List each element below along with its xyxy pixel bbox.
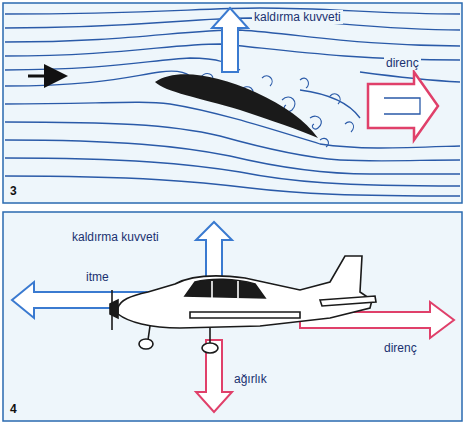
force-label: kaldırma kuvveti — [252, 10, 343, 24]
lift-arrow — [212, 8, 248, 72]
force-label: kaldırma kuvveti — [70, 230, 161, 244]
callout-number: 4 — [8, 402, 19, 416]
streamlines — [5, 8, 460, 196]
drag-arrow — [368, 72, 438, 140]
force-label: direnç — [382, 341, 419, 355]
airplane — [110, 256, 376, 353]
panel-frame — [3, 3, 462, 203]
weight-arrow — [196, 340, 232, 412]
airfoil — [155, 74, 318, 138]
force-label: itme — [84, 270, 111, 284]
flow-arrow — [28, 75, 62, 78]
callout-number: 3 — [8, 184, 19, 198]
force-label: direnç — [384, 56, 421, 70]
panel-frame — [3, 212, 462, 421]
streamline — [384, 98, 420, 114]
force-label: ağırlık — [232, 372, 269, 386]
